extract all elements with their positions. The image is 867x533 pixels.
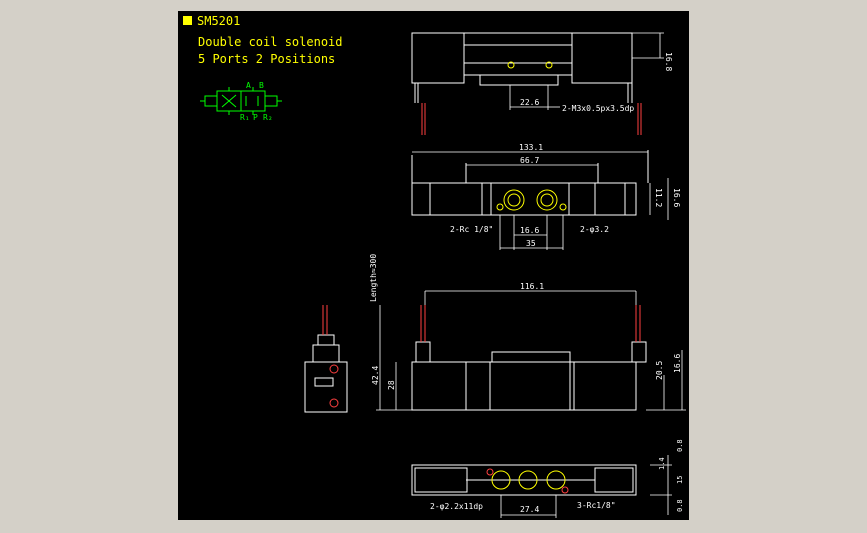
plan-view-ports [496,189,567,211]
dim-66-7: 66.7 [520,156,539,165]
bottom-view-red-marks [486,468,569,494]
dim-20-5: 20.5 [655,361,664,380]
side-view [304,334,348,413]
dim-27-4: 27.4 [520,505,539,514]
note-rc-3: 3-Rc1/8" [577,501,616,510]
symbol-port-r2: R₂ [263,113,273,122]
dim-0-8-a: 0.8 [676,439,684,452]
symbol-port-r1: R₁ [240,113,250,122]
front-view-top-ports [507,61,553,69]
drawing-background [178,11,689,520]
title-line-2: 5 Ports 2 Positions [198,52,335,66]
plan-view [411,150,649,216]
dim-42-4: 42.4 [371,366,380,385]
bottom-view [411,464,637,496]
plan-view-dims [412,151,669,250]
dim-116-1: 116.1 [520,282,544,291]
valve-symbol [200,87,282,115]
dim-16-6-c: 16.6 [673,354,682,373]
side-view-ports [329,364,339,408]
note-m3-thread: 2-M3x0.5px3.5dp [562,104,634,113]
dim-22-6: 22.6 [520,98,539,107]
dim-11-2: 11.2 [654,188,663,207]
main-front-view-dims [376,290,686,411]
symbol-port-p: P [253,113,258,122]
dim-28: 28 [387,380,396,390]
title-marker [183,16,192,25]
model-code: SM5201 [197,14,240,28]
front-view-top [411,32,633,103]
dim-0-8-b: 0.8 [676,499,684,512]
dim-15: 15 [676,476,684,484]
dim-16-8: 16.8 [664,52,673,71]
dim-length: Length≈300 [369,254,378,302]
main-front-view [411,341,647,411]
note-phi-2-2: 2-φ2.2x11dp [430,502,483,511]
dim-1-4: 1.4 [658,457,666,470]
symbol-port-b: B [259,81,264,90]
main-front-view-wires [420,305,641,342]
dim-16-6-b: 16.6 [520,226,539,235]
dim-133-1: 133.1 [519,143,543,152]
note-phi-3-2: 2-φ3.2 [580,225,609,234]
bottom-view-ports [491,470,566,490]
front-view-top-dims [509,32,664,110]
dim-16-6-a: 16.6 [672,188,681,207]
front-view-top-wires [421,103,642,135]
side-view-wires [322,305,328,335]
note-rc-port: 2-Rc 1/8" [450,225,493,234]
bottom-view-dims [500,455,672,518]
symbol-port-a: A [246,81,251,90]
dim-35: 35 [526,239,536,248]
title-line-1: Double coil solenoid [198,35,343,49]
